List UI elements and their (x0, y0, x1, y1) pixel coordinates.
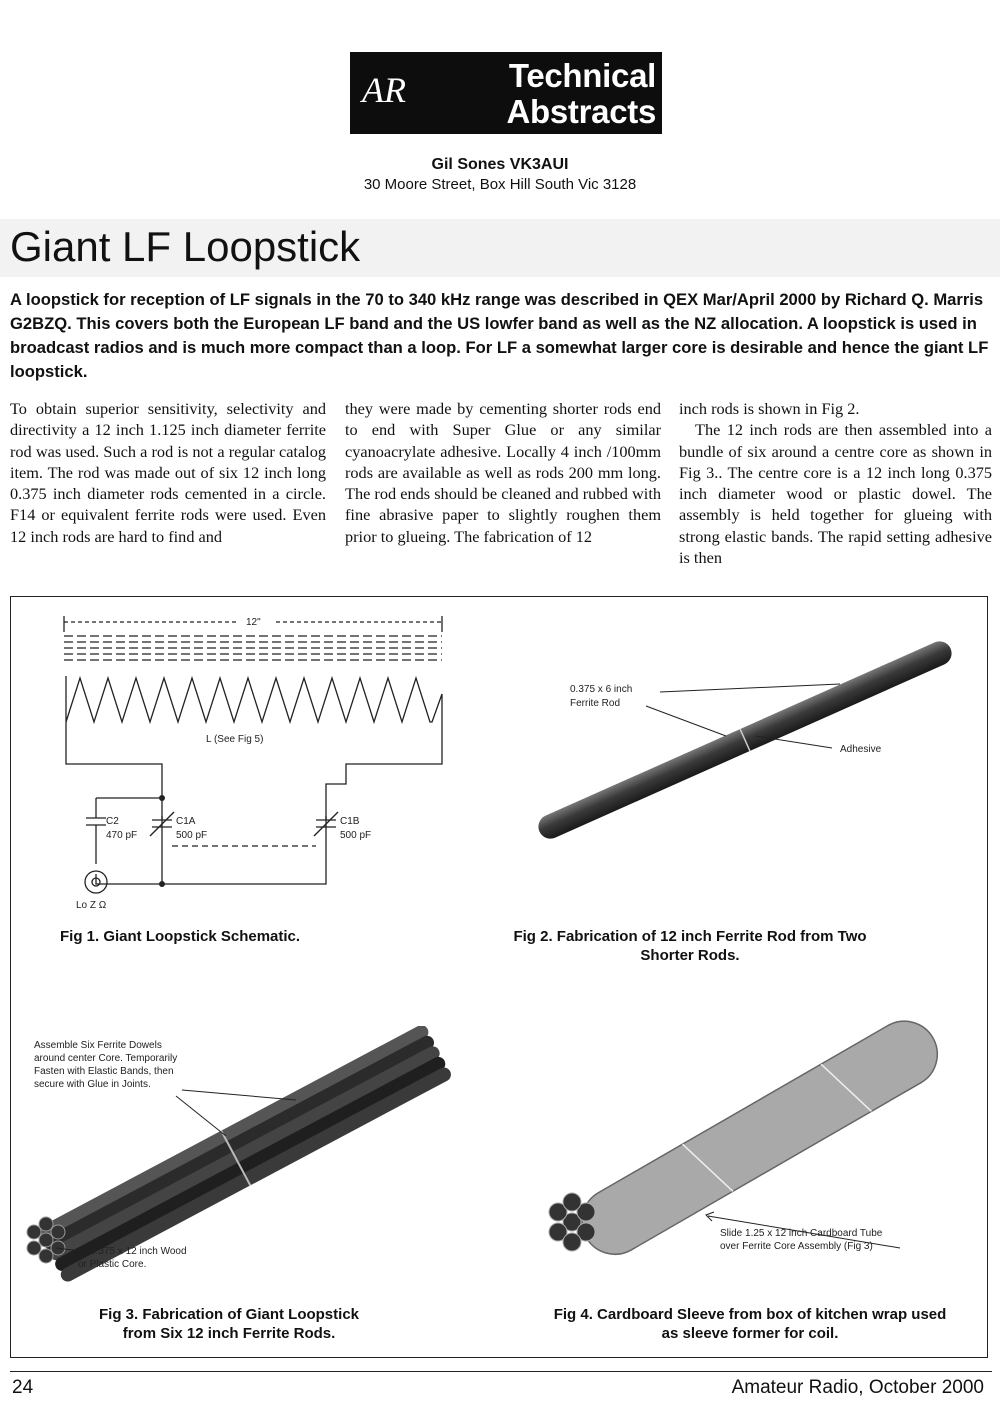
fig1-schematic: 12" L (See Fig 5) C2 470 pF C1A 500 pF C… (63, 616, 443, 911)
fig1-c2-label: C2 (106, 816, 119, 827)
fig2-rod-label-2: Ferrite Rod (570, 698, 620, 709)
ar-logo-icon: AR (360, 70, 406, 110)
fig2-adhesive-label: Adhesive (840, 744, 882, 755)
fig3-note-3: Fasten with Elastic Bands, then (34, 1066, 174, 1077)
svg-text:AR: AR (360, 70, 406, 110)
fig1-output-label: Lo Z Ω (76, 900, 107, 911)
badge-line-2: Abstracts (506, 93, 656, 130)
fig3-note-4: secure with Glue in Joints. (34, 1079, 151, 1090)
body-column-2: they were made by cementing shorter rods… (345, 399, 661, 546)
fig1-c1b-label: C1B (340, 816, 360, 827)
fig3-note-1: Assemble Six Ferrite Dowels (34, 1040, 162, 1051)
body-column-3: inch rods is shown in Fig 2. The 12 inch… (679, 398, 992, 568)
author-address: 30 Moore Street, Box Hill South Vic 3128 (363, 176, 637, 193)
fig1-c2-value: 470 pF (106, 830, 137, 841)
article-title: Giant LF Loopstick (10, 223, 361, 270)
col3-paragraph-1: inch rods is shown in Fig 2. (679, 399, 860, 418)
fig1-c1a-label: C1A (176, 816, 196, 827)
fig4-note-1: Slide 1.25 x 12 inch Cardboard Tube (720, 1228, 883, 1239)
fig3-core-label-1: 0.375 x 12 inch Wood (90, 1246, 187, 1257)
body-column-1: To obtain superior sensitivity, selectiv… (10, 399, 326, 546)
fig3-note-2: around center Core. Temporarily (34, 1053, 177, 1064)
fig2-rod-label-1: 0.375 x 6 inch (570, 684, 632, 695)
title-band (0, 219, 1000, 277)
article-intro: A loopstick for reception of LF signals … (10, 290, 989, 381)
fig1-c1b-value: 500 pF (340, 830, 371, 841)
fig2-ferrite-rod: 0.375 x 6 inch Ferrite Rod Adhesive (538, 641, 952, 839)
fig1-coil-label: L (See Fig 5) (206, 734, 263, 745)
fig4-cardboard-sleeve: Slide 1.25 x 12 inch Cardboard Tube over… (548, 1020, 939, 1255)
fig4-note-2: over Ferrite Core Assembly (Fig 3) (720, 1241, 873, 1252)
technical-abstracts-badge: AR Technical Abstracts (350, 52, 662, 134)
col3-paragraph-2: The 12 inch rods are then assembled into… (679, 420, 992, 568)
page-number: 24 (12, 1377, 34, 1398)
badge-line-1: Technical (508, 57, 656, 94)
fig3-core-label-2: or Plastic Core. (78, 1259, 146, 1270)
fig3-caption: Fig 3. Fabrication of Giant Loopstick fr… (84, 1305, 374, 1343)
fig1-c1a-value: 500 pF (176, 830, 207, 841)
fig1-length-label: 12" (246, 617, 261, 628)
publication-footer: Amateur Radio, October 2000 (731, 1377, 984, 1398)
footer-rule (10, 1371, 992, 1372)
fig2-caption: Fig 2. Fabrication of 12 inch Ferrite Ro… (508, 927, 872, 965)
fig4-caption: Fig 4. Cardboard Sleeve from box of kitc… (550, 1305, 950, 1343)
fig1-caption: Fig 1. Giant Loopstick Schematic. (60, 927, 340, 946)
author-name: Gil Sones VK3AUI (431, 156, 569, 173)
figures-frame (10, 596, 988, 1358)
fig3-rod-bundle: Assemble Six Ferrite Dowels around cente… (26, 1026, 451, 1282)
